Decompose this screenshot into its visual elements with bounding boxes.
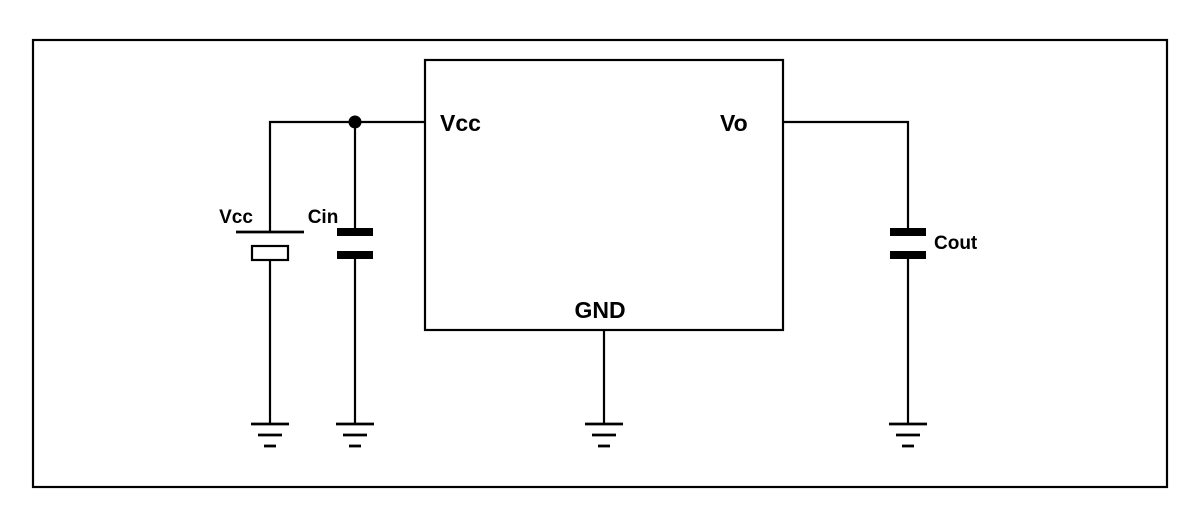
ic-pin-vo-label: Vo <box>720 110 748 136</box>
ground-symbol-ic-gnd <box>585 422 623 448</box>
ground-symbol-output-cap <box>889 422 927 448</box>
ic-pin-gnd-label: GND <box>574 297 625 323</box>
ic-body <box>423 58 785 332</box>
ic-pin-vcc-label: Vcc <box>440 110 481 136</box>
input-capacitor <box>337 122 373 424</box>
ground-symbol-supply <box>251 422 289 448</box>
output-capacitor <box>890 228 926 424</box>
vo-output-wire <box>783 120 910 230</box>
ground-symbol-input-cap <box>336 422 374 448</box>
vcc-input-wire <box>268 120 425 232</box>
supply-label: Vcc <box>219 207 253 228</box>
diagram-border <box>31 38 1169 489</box>
input-capacitor-label: Cin <box>308 207 339 228</box>
voltage-source-symbol <box>236 230 304 424</box>
output-capacitor-label: Cout <box>934 233 978 254</box>
